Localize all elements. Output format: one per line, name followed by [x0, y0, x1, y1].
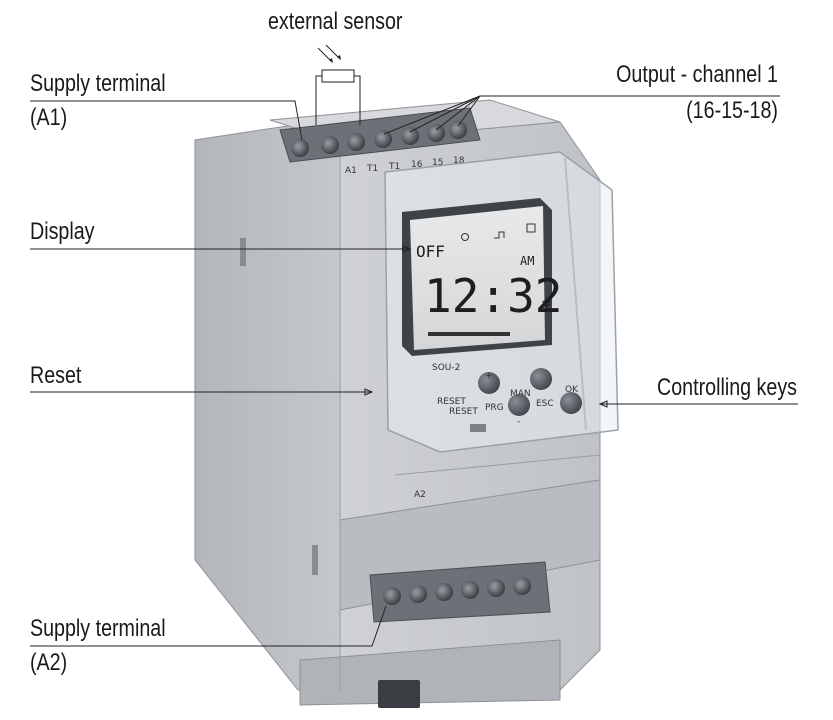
square-icon	[526, 223, 536, 233]
esc-key-label: ESC	[536, 399, 554, 409]
snowflake-icon: ❄	[542, 296, 551, 312]
minus-key-label: -	[517, 417, 520, 427]
plus-key-label: +	[485, 371, 493, 381]
terminal-label-16: 16	[411, 160, 423, 170]
top-terminal-screws	[291, 121, 467, 157]
external-sensor-symbol	[315, 44, 361, 125]
reset-key-label-2: RESET	[449, 407, 478, 417]
man-key-label: MAN	[510, 389, 531, 399]
lcd-status: OFF	[416, 242, 445, 261]
reset-button[interactable]	[470, 424, 486, 432]
label-output-line1: Output - channel 1	[616, 60, 778, 87]
bottom-terminal-label-a2: A2	[414, 490, 426, 500]
lcd-time: 12:32	[424, 269, 562, 323]
label-supply-a1-line1: Supply terminal	[30, 69, 166, 96]
label-supply-a2-line2: (A2)	[30, 648, 67, 675]
lcd-ampm: AM	[520, 254, 534, 268]
terminal-label-t1a: T1	[366, 164, 378, 174]
label-controlling-keys: Controlling keys	[657, 373, 797, 400]
bottom-terminal-block	[369, 561, 551, 623]
model-label: SOU-2	[432, 363, 460, 373]
pulse-icon	[494, 231, 505, 239]
ok-key-label: OK	[565, 385, 579, 395]
minus-prg-key[interactable]	[508, 394, 530, 416]
top-terminal-block: A1 T1 T1 16 15 18	[279, 107, 481, 176]
prg-key-label: PRG	[485, 403, 504, 413]
leader-lines	[30, 95, 798, 647]
ok-key[interactable]	[560, 392, 582, 414]
man-esc-key-top[interactable]	[530, 368, 552, 390]
reset-key-label: RESET	[437, 397, 466, 407]
label-supply-a1-line2: (A1)	[30, 103, 67, 130]
terminal-label-18: 18	[453, 156, 465, 166]
label-display: Display	[30, 217, 95, 244]
terminal-label-a1: A1	[345, 166, 357, 176]
clock-icon	[461, 233, 469, 241]
terminal-label-t1b: T1	[388, 162, 400, 172]
label-output-line2: (16-15-18)	[686, 96, 778, 123]
label-reset: Reset	[30, 361, 81, 388]
lcd-bargraph	[428, 332, 510, 336]
label-supply-a2-line1: Supply terminal	[30, 614, 166, 641]
plus-key[interactable]	[478, 372, 500, 394]
lcd-display: OFF AM 12:32 ❄	[402, 198, 562, 356]
label-external-sensor: external sensor	[268, 7, 403, 34]
controlling-keys: + MAN ESC OK PRG - RESET RESET	[437, 368, 582, 432]
terminal-label-15: 15	[432, 158, 443, 168]
